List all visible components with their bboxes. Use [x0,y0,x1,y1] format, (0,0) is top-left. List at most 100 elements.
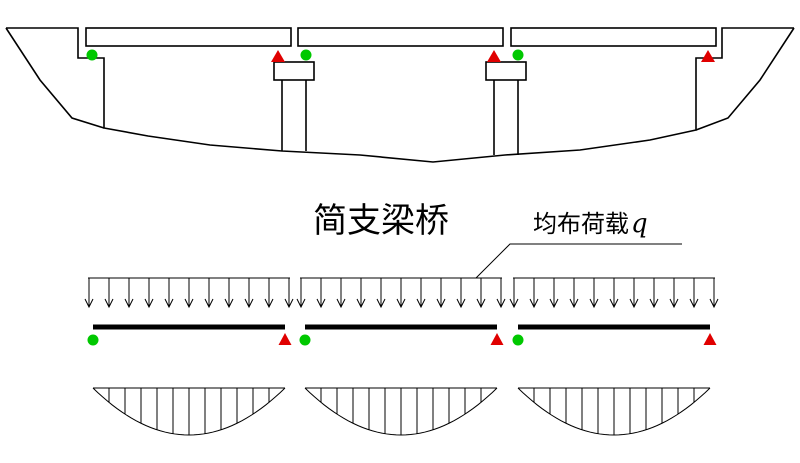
load-arrow-head [336,298,346,309]
moment-diagram-span-2 [304,387,498,436]
uniform-load-span-3 [509,277,719,309]
load-arrow-icon [244,278,254,309]
pier-2-cap [485,61,527,81]
load-arrow-icon [416,278,426,309]
load-arrow-icon [296,278,306,309]
load-arrow-icon [336,278,346,309]
hinge-support-icon [299,334,311,346]
hinge-support-icon [86,49,98,61]
load-arrow-head [649,298,659,309]
hinge-support-icon [512,49,524,61]
load-label-text: 均布荷载 [533,210,629,238]
bridge-elevation [5,27,795,163]
load-arrow-icon [549,278,559,309]
load-arrow-icon [496,278,506,309]
bridge-outline [6,27,794,163]
hinge-support-icon [512,334,524,346]
roller-support-icon [490,333,504,345]
load-arrow-icon [396,278,406,309]
load-arrow-icon [376,278,386,309]
load-arrow-head [416,298,426,309]
beam-supports [87,333,717,346]
load-arrow-icon [609,278,619,309]
hinge-support-icon [300,49,312,61]
roller-support-icon [701,50,715,62]
load-arrow-head [689,298,699,309]
load-arrow-head [436,298,446,309]
load-arrow-icon [356,278,366,309]
load-arrow-head [529,298,539,309]
load-arrow-head [284,298,294,309]
left-abutment-slope [5,27,105,129]
load-arrow-head [669,298,679,309]
hinge-support-icon [87,334,99,346]
load-arrow-icon [224,278,234,309]
load-leader-line [475,243,682,279]
load-arrow-head [296,298,306,309]
load-arrow-icon [689,278,699,309]
roller-support-icon [703,333,717,345]
load-arrow-icon [529,278,539,309]
load-arrow-icon [264,278,274,309]
load-arrow-head [164,298,174,309]
deck-span-2 [297,27,504,47]
load-arrow-head [184,298,194,309]
load-arrow-head [629,298,639,309]
load-arrow-head [204,298,214,309]
load-arrow-icon [84,278,94,309]
load-arrow-head [476,298,486,309]
load-arrow-icon [456,278,466,309]
load-arrow-icon [569,278,579,309]
load-arrow-head [124,298,134,309]
roller-support-icon [278,333,292,345]
bridge-supports [86,49,715,62]
diagram-title: 简支梁桥 [313,201,449,241]
load-arrow-head [396,298,406,309]
uniform-loads [84,277,719,309]
load-arrow-head [569,298,579,309]
load-arrow-icon [164,278,174,309]
load-arrow-icon [284,278,294,309]
load-arrow-head [549,298,559,309]
load-arrow-icon [124,278,134,309]
load-arrow-head [709,298,719,309]
roller-support-icon [271,50,285,62]
load-arrow-head [496,298,506,309]
load-arrow-head [316,298,326,309]
load-arrow-head [264,298,274,309]
load-arrow-icon [709,278,719,309]
load-arrow-head [509,298,519,309]
load-arrow-icon [509,278,519,309]
load-arrow-head [244,298,254,309]
load-arrow-icon [184,278,194,309]
load-arrow-head [104,298,114,309]
uniform-load-span-2 [296,277,506,309]
uniform-load-span-1 [84,277,294,309]
load-label: 均布荷载q [533,209,648,239]
load-arrow-head [376,298,386,309]
load-arrow-icon [104,278,114,309]
load-arrow-icon [629,278,639,309]
load-symbol: q [631,209,648,239]
moment-diagrams [92,387,711,436]
load-arrow-head [609,298,619,309]
roller-support-icon [487,50,501,62]
load-arrow-head [224,298,234,309]
load-arrow-icon [649,278,659,309]
deck-span-1 [85,27,292,47]
load-arrow-icon [669,278,679,309]
load-arrow-head [84,298,94,309]
deck-span-3 [510,27,717,47]
load-arrow-head [589,298,599,309]
moment-diagram-span-3 [517,387,711,436]
load-arrow-icon [436,278,446,309]
load-arrow-icon [144,278,154,309]
load-arrow-icon [316,278,326,309]
load-arrow-icon [476,278,486,309]
load-arrow-head [456,298,466,309]
load-arrow-icon [204,278,214,309]
load-arrow-icon [589,278,599,309]
load-arrow-head [144,298,154,309]
pier-1-cap [273,61,315,81]
